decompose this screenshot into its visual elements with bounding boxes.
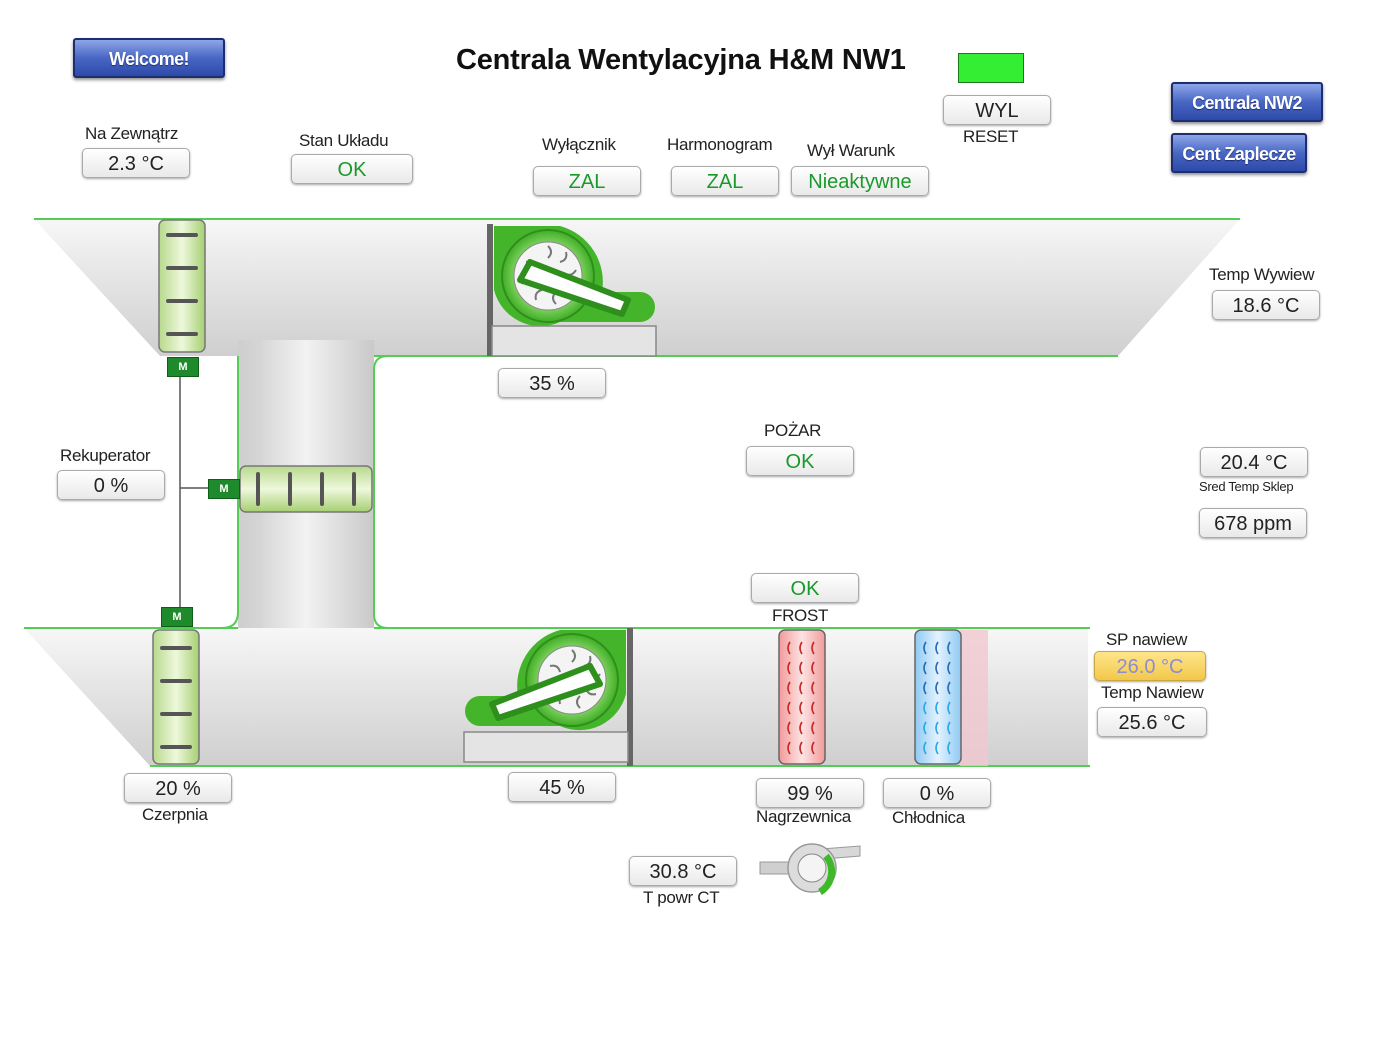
harmonogram-value[interactable]: ZAL: [671, 166, 779, 196]
temp-nawiew-value: 25.6 °C: [1097, 707, 1207, 737]
intake-damper-motor: M: [161, 607, 193, 627]
exhaust-fan-speed: 35 %: [498, 368, 606, 398]
temp-wywiew-label: Temp Wywiew: [1209, 265, 1315, 284]
frost-label: FROST: [772, 606, 829, 625]
exhaust-damper: [158, 219, 206, 353]
t-powr-ct-label: T powr CT: [643, 888, 720, 907]
wylacznik-value[interactable]: ZAL: [533, 166, 641, 196]
exhaust-fan-icon: [487, 224, 657, 357]
page-title: Centrala Wentylacyjna H&M NW1: [456, 44, 906, 76]
sred-temp-value: 20.4 °C: [1200, 447, 1308, 477]
wyl-button[interactable]: WYL: [943, 95, 1051, 125]
pozar-value: OK: [746, 446, 854, 476]
circulation-pump-icon: [759, 843, 861, 895]
chlodnica-value: 0 %: [883, 778, 991, 808]
sp-nawiew-input[interactable]: 26.0 °C: [1094, 651, 1206, 681]
stan-ukladu-value: OK: [291, 154, 413, 184]
cent-zaplecze-button[interactable]: Cent Zaplecze: [1171, 133, 1307, 173]
run-status-indicator: [958, 53, 1024, 83]
rekuperator-value: 0 %: [57, 470, 165, 500]
czerpnia-label: Czerpnia: [142, 805, 208, 824]
recuperator-damper: [239, 465, 373, 513]
wyl-warunk-value[interactable]: Nieaktywne: [791, 166, 929, 196]
nagrzewnica-label: Nagrzewnica: [756, 807, 851, 826]
rekuperator-label: Rekuperator: [60, 446, 151, 465]
sp-nawiew-label: SP nawiew: [1106, 630, 1188, 649]
pozar-label: POŻAR: [764, 421, 822, 440]
nagrzewnica-value: 99 %: [756, 778, 864, 808]
temp-nawiew-label: Temp Nawiew: [1101, 683, 1204, 702]
welcome-button[interactable]: Welcome!: [73, 38, 225, 78]
frost-value: OK: [751, 573, 859, 603]
wylacznik-label: Wyłącznik: [542, 135, 616, 154]
sred-temp-label: Sred Temp Sklep: [1199, 479, 1294, 494]
stan-ukladu-label: Stan Układu: [299, 131, 389, 150]
na-zewnatrz-label: Na Zewnątrz: [85, 124, 179, 143]
cooler-coil-icon: [914, 629, 988, 766]
recuperator-motor: M: [208, 479, 240, 499]
na-zewnatrz-value: 2.3 °C: [82, 148, 190, 178]
czerpnia-value: 20 %: [124, 773, 232, 803]
supply-fan-icon: [463, 628, 633, 766]
heater-coil-icon: [778, 629, 826, 765]
co2-value: 678 ppm: [1199, 508, 1307, 538]
temp-wywiew-value: 18.6 °C: [1212, 290, 1320, 320]
exhaust-damper-motor: M: [167, 357, 199, 377]
chlodnica-label: Chłodnica: [892, 808, 965, 827]
reset-button[interactable]: RESET: [963, 127, 1019, 146]
centrala-nw2-button[interactable]: Centrala NW2: [1171, 82, 1323, 122]
wyl-warunk-label: Wył Warunk: [807, 141, 895, 160]
t-powr-ct-value: 30.8 °C: [629, 856, 737, 886]
supply-fan-speed: 45 %: [508, 772, 616, 802]
harmonogram-label: Harmonogram: [667, 135, 773, 154]
intake-damper: [152, 629, 200, 765]
